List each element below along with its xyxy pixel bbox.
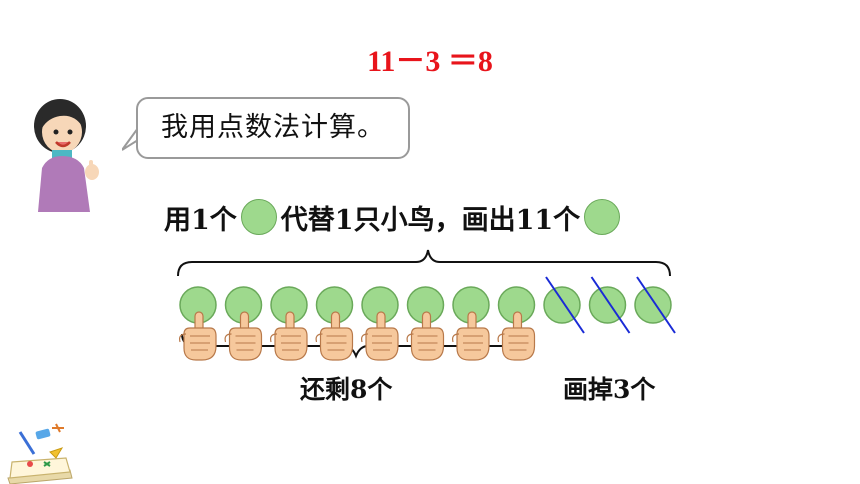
remaining-label: 还剩8个 (300, 375, 393, 404)
pointing-hand-icon (179, 311, 217, 361)
pointing-hand-icon (315, 311, 354, 361)
pointing-hand-icon (406, 311, 445, 361)
circle-icon (240, 199, 277, 235)
strike-line (590, 276, 631, 334)
top-brace (177, 249, 671, 277)
hand-row (179, 311, 536, 361)
pointing-hand-icon (452, 311, 490, 361)
instruction: 用1个 代替1只小鸟，画出11个 (164, 195, 624, 239)
circle-icon (584, 199, 621, 235)
pointing-hand-icon (224, 311, 263, 361)
speech-text: 我用点数法计算。 (161, 112, 385, 143)
pointing-hand-icon (497, 311, 536, 361)
pointing-hand-icon (361, 311, 399, 361)
equation: 11－3 ＝8 (367, 45, 493, 78)
strike-line (636, 276, 676, 334)
speech-bubble: 我用点数法计算。 (136, 97, 410, 159)
circle-row (179, 276, 676, 334)
instruction-part1: 用1个 (164, 204, 237, 236)
speech-bubble-tail (122, 128, 139, 151)
strike-line (545, 276, 585, 334)
crossed-label: 画掉3个 (563, 375, 656, 404)
stationery-icon (7, 423, 73, 484)
pointing-hand-icon (270, 311, 308, 361)
boy-icon (34, 99, 99, 212)
instruction-part2: 代替1只小鸟，画出11个 (280, 204, 581, 236)
